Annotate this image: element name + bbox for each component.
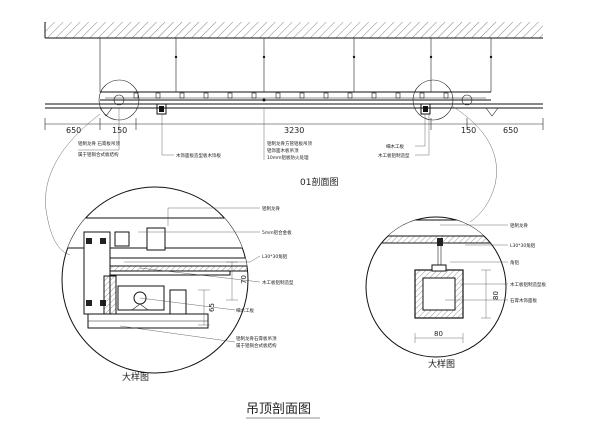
dl-dim-70: 70 <box>240 275 248 284</box>
callout-connector-left <box>45 113 101 256</box>
dl-note-6b: 属于铝铜合式板结构 <box>236 342 277 349</box>
dl-note-2: 5mm铝合金板 <box>262 229 292 236</box>
note-left-2: 属于铝铜合式板结构 <box>78 151 119 158</box>
hanger-rods <box>99 38 493 92</box>
section-title: 01剖面图 <box>300 176 338 188</box>
note-aluminum: 木工板铝制造型 <box>378 152 410 159</box>
detail-left-title: 大样图 <box>122 371 149 383</box>
note-plywood: 细木工板 <box>386 143 404 150</box>
dr-note-2: L30*30角铝 <box>510 242 536 249</box>
detail-right-title: 大样图 <box>428 358 455 370</box>
dr-note-1: 铝制龙骨 <box>510 222 528 229</box>
dr-note-5: 石膏木饰面板 <box>510 297 537 304</box>
dl-note-3: L30*30角铝 <box>262 253 288 260</box>
main-title: 吊顶剖面图 <box>246 402 311 417</box>
dim-650-right: 650 <box>503 126 518 135</box>
dl-note-1: 铝制龙骨 <box>262 205 280 212</box>
dr-note-4: 木工板铝制造型板 <box>510 281 546 288</box>
detail-callout-right[interactable] <box>412 79 454 121</box>
dim-150-right: 150 <box>461 126 476 135</box>
callout-connector-right <box>451 105 497 223</box>
dim-650-left: 650 <box>66 126 81 135</box>
dim-150-left: 150 <box>112 126 127 135</box>
section-notes: 铝制龙骨 石膏板吊顶 属于铝铜合式板结构 木饰面板造型板木饰板 铝制龙骨方管铝板… <box>78 108 430 161</box>
dl-dim-65: 65 <box>208 303 216 312</box>
note-center-3: 10mm铝板防火处理 <box>267 154 309 161</box>
note-woodpanel: 木饰面板造型板木饰板 <box>176 152 221 159</box>
detail-left-notes: 铝制龙骨 5mm铝合金板 L30*30角铝 木工板铝制造型 细木工板 铝制龙骨石… <box>119 205 294 349</box>
dr-note-3: 角铝 <box>510 259 519 266</box>
detail-right: 80 80 铝制龙骨 L30*30角铝 角铝 木工板铝制造型板 石膏木饰面板 大… <box>365 216 546 370</box>
detail-right-notes: 铝制龙骨 L30*30角铝 角铝 木工板铝制造型板 石膏木饰面板 <box>440 222 546 304</box>
detail-left: 70 65 铝制龙骨 5mm铝合金板 L30*30角铝 木工板铝制造型 细木工板… <box>61 186 294 383</box>
dim-3230: 3230 <box>284 126 304 135</box>
dr-dim-80-v: 80 <box>492 291 500 300</box>
ceiling-board <box>45 91 543 117</box>
note-left-1: 铝制龙骨 石膏板吊顶 <box>78 140 120 147</box>
dl-note-4: 木工板铝制造型 <box>262 279 294 286</box>
dimension-line: 650 150 3230 150 650 <box>44 118 544 135</box>
section-view: 650 150 3230 150 650 铝制龙骨 石膏板吊顶 属于铝铜合式板结… <box>44 22 544 188</box>
note-center-1: 铝制龙骨方管铝板吊顶 <box>267 140 312 147</box>
ceiling-slab <box>45 22 543 38</box>
dl-note-6a: 铝制龙骨石膏板吊顶 <box>236 335 277 342</box>
dr-dim-80-h: 80 <box>434 330 443 338</box>
dl-note-5: 细木工板 <box>236 307 254 314</box>
note-center-2: 铝饰面木板吊顶 <box>267 147 299 154</box>
